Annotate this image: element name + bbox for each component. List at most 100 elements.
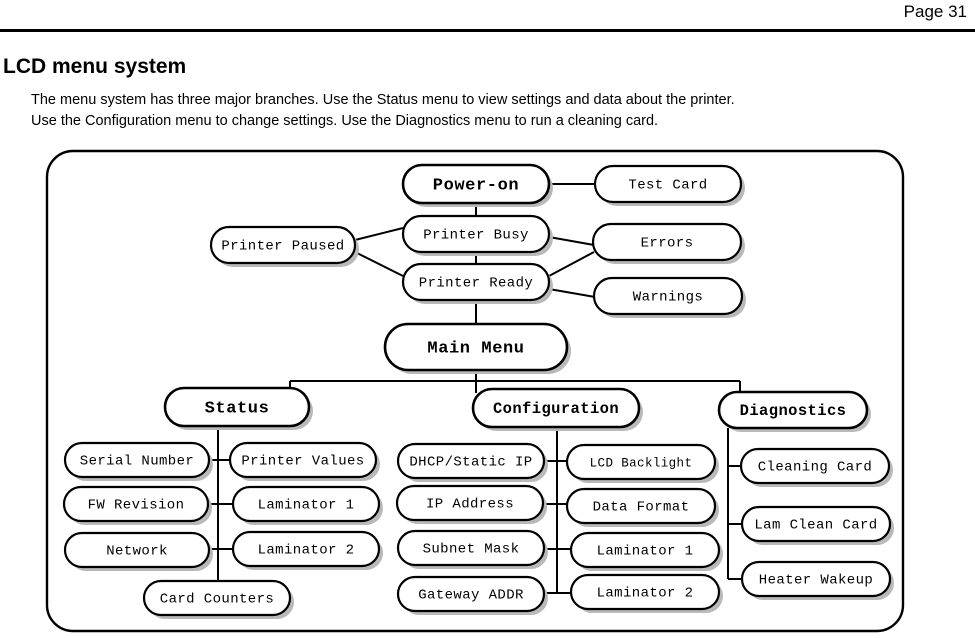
node-card-counters[interactable]: Card Counters <box>142 579 294 619</box>
node-label: FW Revision <box>88 498 185 514</box>
node-box <box>231 530 381 568</box>
node-test-card[interactable]: Test Card <box>593 164 745 206</box>
node-box <box>565 443 717 481</box>
node-power-on[interactable]: Power-on <box>401 163 553 207</box>
node-label: Laminator 1 <box>258 498 355 514</box>
node-label: DHCP/Static IP <box>409 455 532 471</box>
node-label: Laminator 1 <box>597 544 694 560</box>
node-label: Serial Number <box>80 454 194 470</box>
node-configuration[interactable]: Configuration <box>471 387 643 431</box>
node-box <box>740 560 892 598</box>
node-label: Warnings <box>633 290 703 306</box>
node-box <box>63 531 211 569</box>
node-label: Main Menu <box>427 339 524 358</box>
node-printer-paused[interactable]: Printer Paused <box>209 225 359 267</box>
node-box <box>401 262 551 302</box>
node-label: Printer Busy <box>423 228 529 244</box>
node-warnings[interactable]: Warnings <box>592 276 746 318</box>
node-box <box>395 484 545 522</box>
node-label: Configuration <box>493 400 619 418</box>
node-box <box>209 225 357 265</box>
node-label: Printer Values <box>241 454 364 470</box>
node-data-format[interactable]: Data Format <box>565 487 719 527</box>
node-box <box>401 214 551 254</box>
intro-paragraph: The menu system has three major branches… <box>31 90 946 132</box>
node-diagnostics[interactable]: Diagnostics <box>717 390 871 432</box>
node-box <box>591 222 743 262</box>
edge-printer-ready-warnings <box>548 288 596 298</box>
node-label: Cleaning Card <box>758 460 872 476</box>
node-box <box>163 386 311 428</box>
node-label: LCD Backlight <box>590 456 693 470</box>
node-laminator-2-s[interactable]: Laminator 2 <box>231 530 383 570</box>
node-dhcp-static-ip[interactable]: DHCP/Static IP <box>396 442 548 482</box>
node-label: Network <box>106 544 168 560</box>
node-label: Test Card <box>628 178 707 194</box>
edge-printer-busy-printer-paused <box>354 227 404 241</box>
node-printer-values[interactable]: Printer Values <box>228 441 380 481</box>
node-status[interactable]: Status <box>163 386 313 430</box>
node-main-menu[interactable]: Main Menu <box>383 322 571 374</box>
edge-printer-busy-errors <box>548 236 595 246</box>
node-label: Power-on <box>433 176 519 195</box>
edge-printer-ready-errors <box>548 251 595 277</box>
node-laminator-2-c[interactable]: Laminator 2 <box>569 573 723 613</box>
page-number: Page 31 <box>903 2 967 21</box>
node-lam-clean-card[interactable]: Lam Clean Card <box>740 505 894 545</box>
node-heater-wakeup[interactable]: Heater Wakeup <box>740 560 894 600</box>
node-label: IP Address <box>426 497 514 513</box>
diagram-frame <box>45 149 905 633</box>
node-printer-ready[interactable]: Printer Ready <box>401 262 553 304</box>
edge-printer-paused-printer-ready <box>354 251 404 277</box>
node-errors[interactable]: Errors <box>591 222 745 264</box>
node-box <box>396 529 546 567</box>
node-laminator-1-c[interactable]: Laminator 1 <box>569 531 723 571</box>
node-box <box>62 485 210 523</box>
node-box <box>228 441 378 479</box>
edge-layer <box>208 183 745 594</box>
node-label: Status <box>205 399 270 418</box>
node-label: Gateway ADDR <box>418 588 524 604</box>
node-box <box>569 531 721 569</box>
node-box <box>471 387 641 429</box>
node-serial-number[interactable]: Serial Number <box>63 441 213 481</box>
node-label: Errors <box>641 236 694 252</box>
node-ip-address[interactable]: IP Address <box>395 484 547 524</box>
node-box <box>383 322 569 372</box>
node-box <box>740 505 892 543</box>
intro-line-2: Use the Configuration menu to change set… <box>31 113 659 129</box>
node-label: Diagnostics <box>740 402 847 420</box>
node-label: Printer Ready <box>419 276 533 292</box>
page-header: Page 31 <box>0 0 975 32</box>
node-fw-revision[interactable]: FW Revision <box>62 485 212 525</box>
node-printer-busy[interactable]: Printer Busy <box>401 214 553 256</box>
node-label: Laminator 2 <box>597 586 694 602</box>
node-subnet-mask[interactable]: Subnet Mask <box>396 529 548 569</box>
node-label: Heater Wakeup <box>759 573 873 589</box>
node-box <box>592 276 744 316</box>
node-network[interactable]: Network <box>63 531 213 571</box>
node-box <box>717 390 869 430</box>
node-label: Lam Clean Card <box>754 518 877 534</box>
node-box <box>569 573 721 611</box>
node-label: Laminator 2 <box>258 543 355 559</box>
node-box <box>231 485 381 523</box>
header-rule <box>0 29 975 32</box>
node-box <box>396 442 546 480</box>
intro-line-1: The menu system has three major branches… <box>31 92 735 108</box>
node-laminator-1-s[interactable]: Laminator 1 <box>231 485 383 525</box>
node-box <box>401 163 551 205</box>
node-cleaning-card[interactable]: Cleaning Card <box>739 447 893 487</box>
node-gateway-addr[interactable]: Gateway ADDR <box>396 575 548 615</box>
node-lcd-backlight[interactable]: LCD Backlight <box>565 443 719 483</box>
node-box <box>396 575 546 613</box>
node-box <box>565 487 717 525</box>
node-label: Printer Paused <box>221 239 344 255</box>
node-box <box>739 447 891 485</box>
node-box <box>593 164 743 204</box>
node-label: Data Format <box>593 500 690 516</box>
node-label: Card Counters <box>160 592 274 608</box>
